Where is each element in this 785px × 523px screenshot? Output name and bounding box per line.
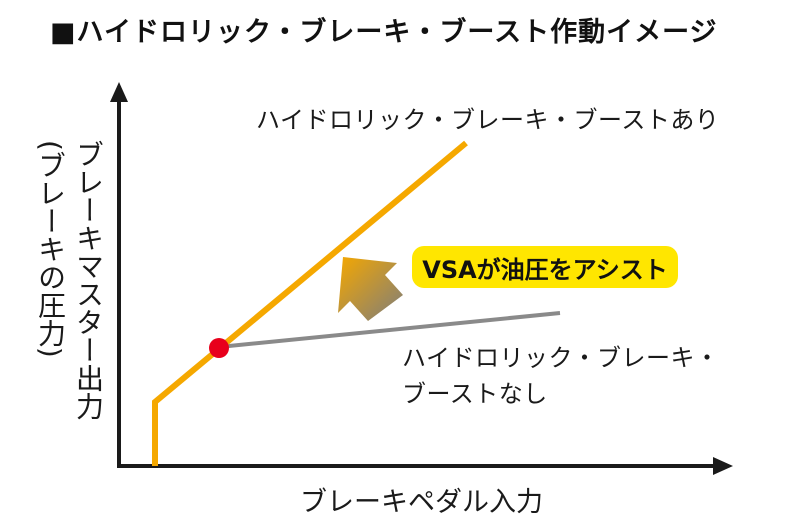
vsa-assist-badge: VSAが油圧をアシスト bbox=[412, 246, 678, 288]
label-without-boost-line2: ブーストなし bbox=[402, 380, 548, 408]
x-axis-arrowhead bbox=[713, 457, 733, 475]
label-without-boost: ハイドロリック・ブレーキ・ ブーストなし bbox=[402, 340, 720, 412]
y-axis-sublabel: (ブレーキの圧力) bbox=[34, 140, 67, 358]
label-with-boost: ハイドロリック・ブレーキ・ブーストあり bbox=[256, 106, 720, 134]
junction-point bbox=[209, 338, 229, 358]
y-axis-arrowhead bbox=[110, 82, 128, 102]
y-axis-label: ブレーキマスター出力 bbox=[72, 140, 105, 420]
x-axis-label: ブレーキペダル入力 bbox=[300, 487, 543, 518]
line-with-boost bbox=[152, 140, 468, 466]
line-without-boost bbox=[218, 311, 561, 349]
diagram-title: ■ハイドロリック・ブレーキ・ブースト作動イメージ bbox=[50, 17, 718, 48]
label-without-boost-line1: ハイドロリック・ブレーキ・ bbox=[402, 344, 720, 372]
assist-arrow-icon bbox=[338, 257, 403, 321]
